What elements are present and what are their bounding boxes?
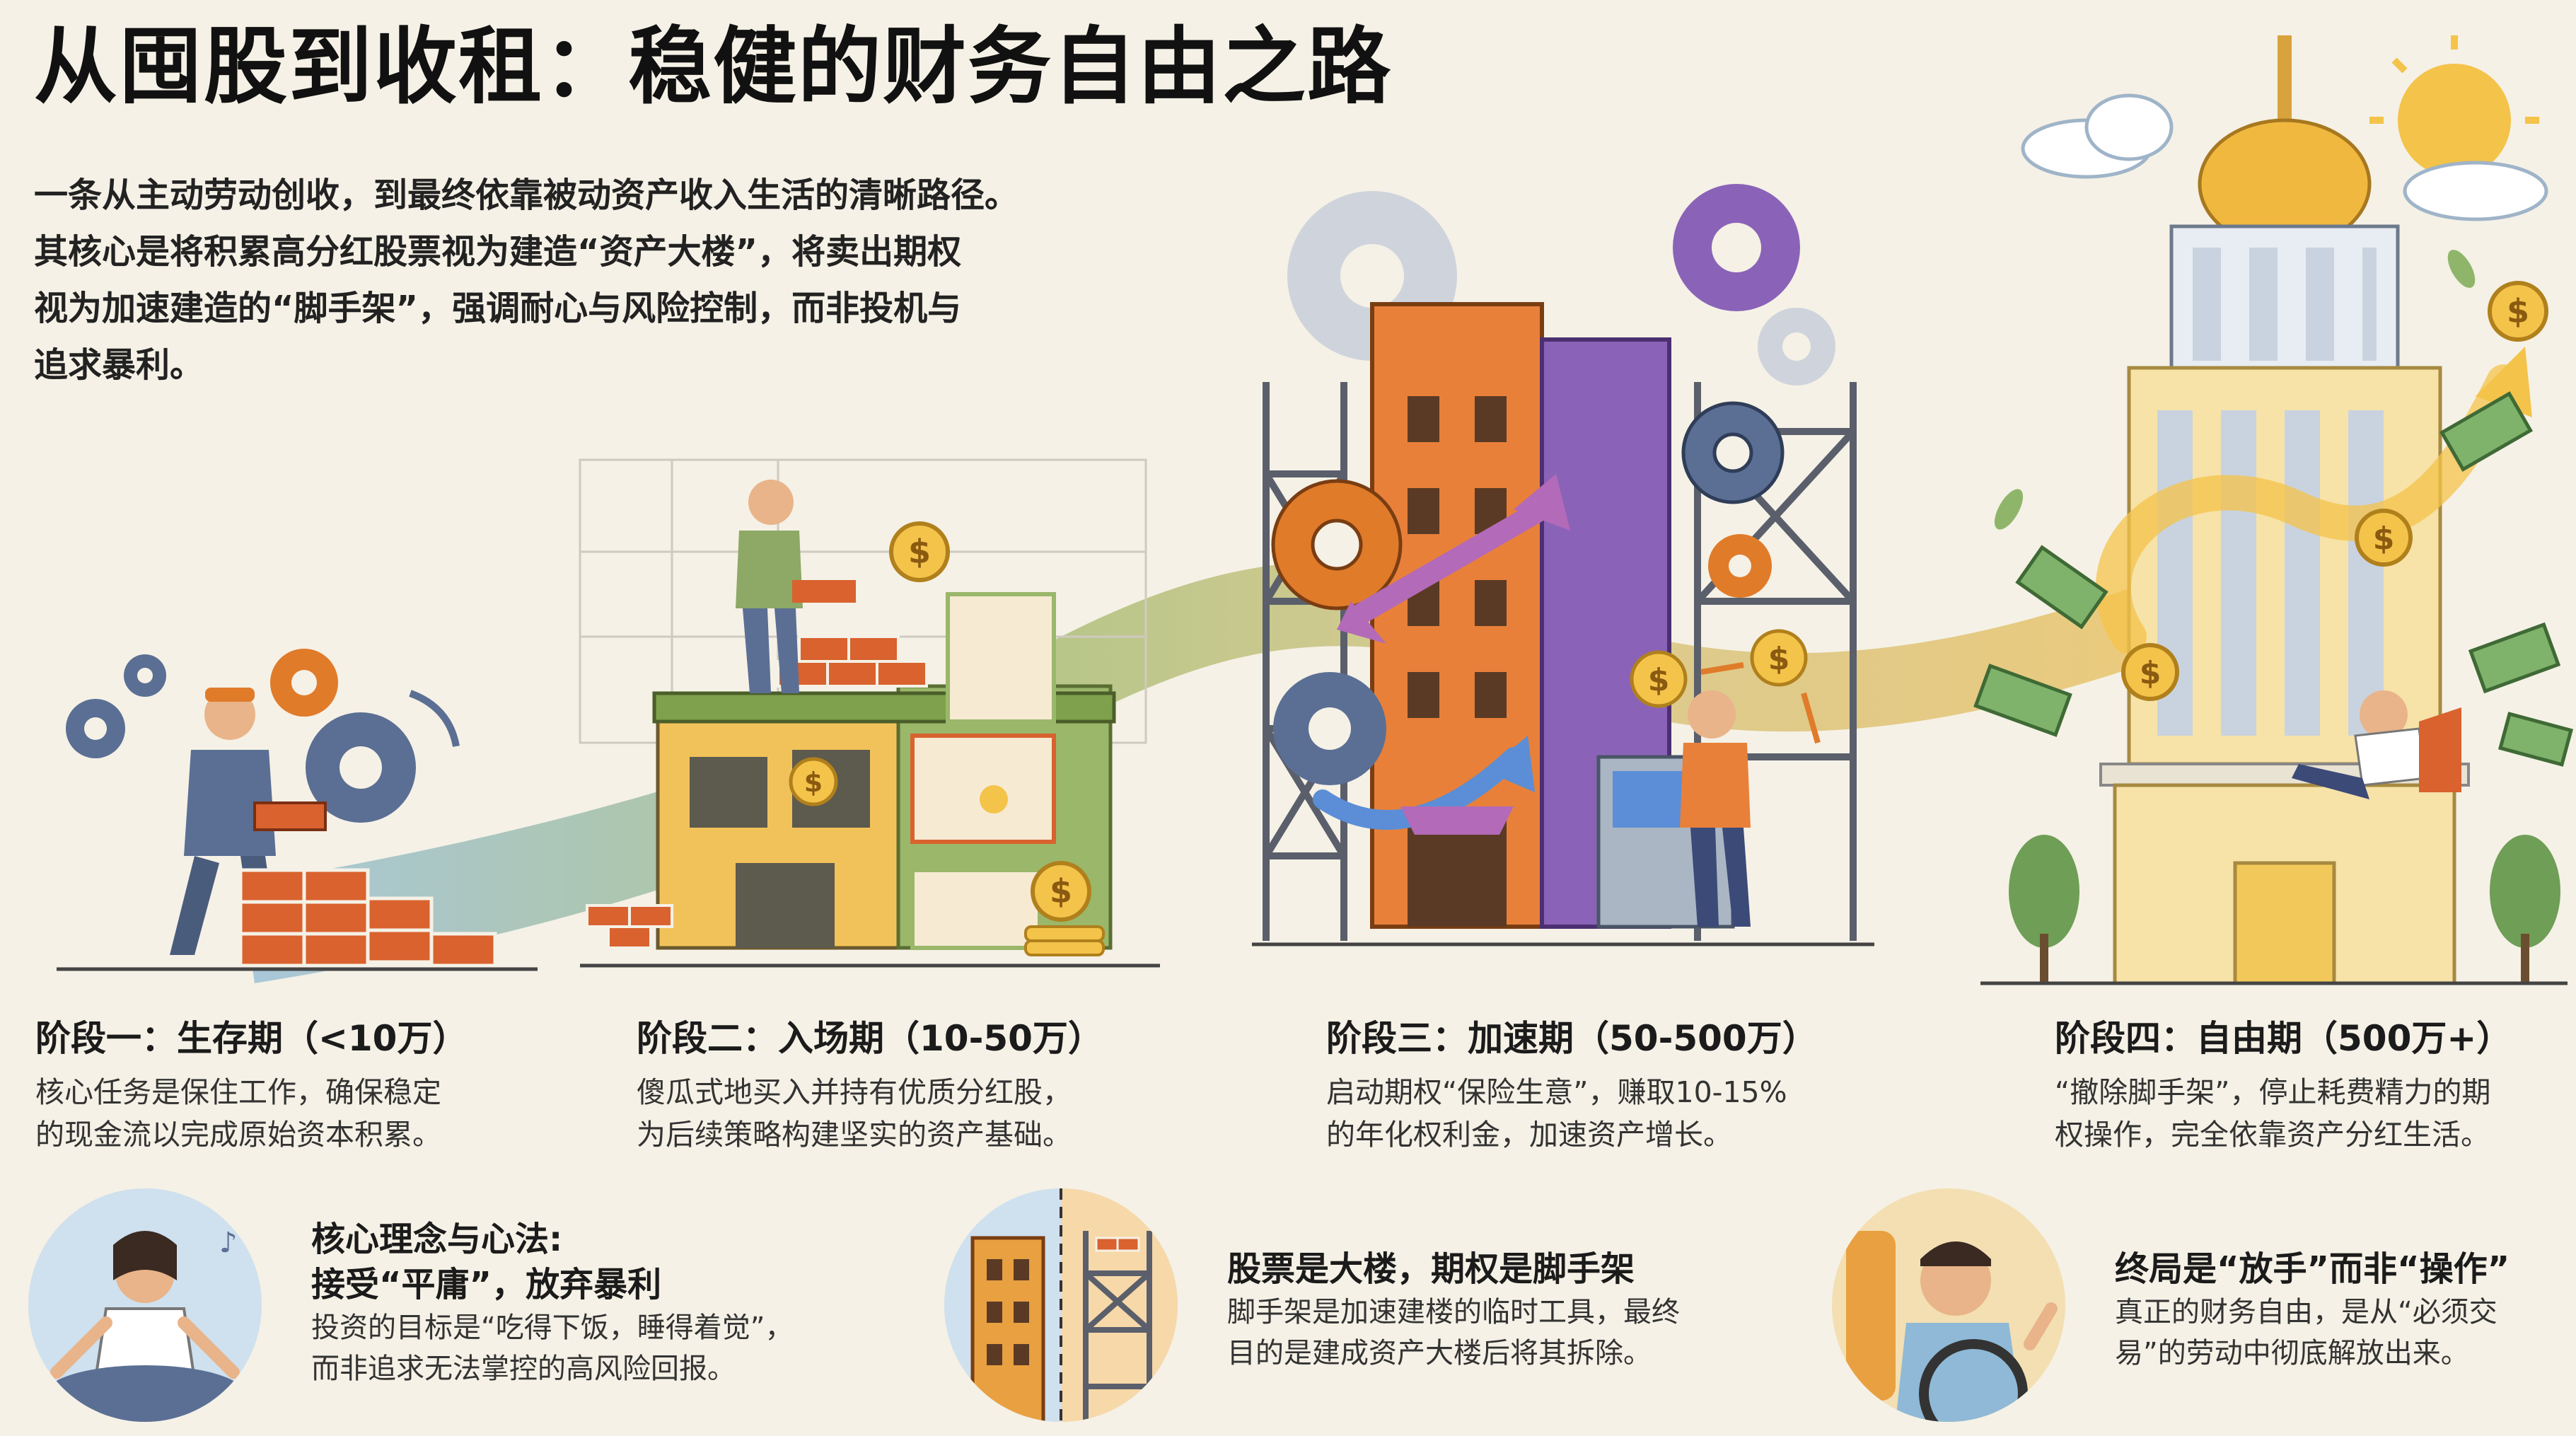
stage-desc-line: 的年化权利金，加速资产增长。 xyxy=(1326,1118,1732,1152)
stage-desc-line: 启动期权“保险生意”，赚取10-15% xyxy=(1326,1075,1787,1109)
stage-two-desc: 傻瓜式地买入并持有优质分红股， 为后续策略构建坚实的资产基础。 xyxy=(637,1071,1103,1156)
stage-four-title: 阶段四：自由期（500万+） xyxy=(2055,1018,2512,1059)
hands-off-wheel-illustration xyxy=(1832,1188,2065,1422)
svg-text:$: $ xyxy=(1050,872,1072,910)
stage-one-desc: 核心任务是保住工作，确保稳定 的现金流以完成原始资本积累。 xyxy=(35,1071,468,1156)
stage-three: 阶段三：加速期（50-500万） 启动期权“保险生意”，赚取10-15% 的年化… xyxy=(1326,1010,1818,1156)
stage-four-desc: “撤除脚手架”，停止耗费精力的期 权操作，完全依靠资产分红生活。 xyxy=(2055,1071,2512,1156)
intro-line: 其核心是将积累高分红股票视为建造“资产大楼”，将卖出期权 xyxy=(34,232,962,272)
stage-two-title: 阶段二：入场期（10-50万） xyxy=(637,1018,1103,1059)
gear-icon xyxy=(1673,184,1800,311)
svg-text:$: $ xyxy=(804,767,823,798)
tree-icon xyxy=(2009,835,2079,983)
stage-desc-line: 的现金流以完成原始资本积累。 xyxy=(35,1118,441,1152)
gear-icon xyxy=(306,712,416,823)
card-stocks-scaffold: 股票是大楼，期权是脚手架 脚手架是加速建楼的临时工具，最终 目的是建成资产大楼后… xyxy=(944,1188,1758,1436)
meditation-illustration: ♪ xyxy=(28,1188,262,1422)
svg-text:$: $ xyxy=(2373,521,2395,557)
gear-icon xyxy=(1271,479,1403,610)
card-endgame: 终局是“放手”而非“操作” 真正的财务自由，是从“必须交 易”的劳动中彻底解放出… xyxy=(1832,1188,2575,1436)
stage-one: 阶段一：生存期（<10万） 核心任务是保住工作，确保稳定 的现金流以完成原始资本… xyxy=(35,1010,468,1156)
building-scaffold-illustration xyxy=(944,1188,1178,1422)
intro-line: 一条从主动劳动创收，到最终依靠被动资产收入生活的清晰路径。 xyxy=(34,175,1019,215)
card-desc: 投资的目标是“吃得下饭，睡得着觉”， xyxy=(311,1311,794,1344)
stage-three-title: 阶段三：加速期（50-500万） xyxy=(1326,1018,1818,1059)
intro-text: 一条从主动劳动创收，到最终依靠被动资产收入生活的清晰路径。 其核心是将积累高分红… xyxy=(34,167,1137,393)
stage-desc-line: 核心任务是保住工作，确保稳定 xyxy=(35,1075,441,1109)
svg-text:$: $ xyxy=(1768,641,1790,677)
svg-text:$: $ xyxy=(908,533,931,571)
card-core-philosophy: ♪ 核心理念与心法: 接受“平庸”，放弃暴利 投资的目标是“吃得下饭，睡得着觉”… xyxy=(28,1188,877,1436)
page-title: 从囤股到收租：稳健的财务自由之路 xyxy=(34,18,1393,115)
card-heading: 股票是大楼，期权是脚手架 xyxy=(1227,1249,1635,1289)
stage-desc-line: 傻瓜式地买入并持有优质分红股， xyxy=(637,1075,1072,1109)
gear-icon xyxy=(270,649,338,717)
gear-icon xyxy=(1708,534,1772,598)
stage-desc-line: 权操作，完全依靠资产分红生活。 xyxy=(2055,1118,2490,1152)
gear-icon xyxy=(1758,308,1835,386)
stage-desc-line: 为后续策略构建坚实的资产基础。 xyxy=(637,1118,1072,1152)
stage-four-illustration: $ $ $ xyxy=(1966,14,2575,990)
stage-desc-line: “撤除脚手架”，停止耗费精力的期 xyxy=(2055,1075,2491,1109)
card-heading: 接受“平庸”，放弃暴利 xyxy=(311,1265,662,1304)
card-desc: 而非追求无法掌控的高风险回报。 xyxy=(311,1353,736,1385)
gear-icon xyxy=(1273,672,1386,785)
coin-icon: $ xyxy=(1031,861,1091,922)
stage-three-desc: 启动期权“保险生意”，赚取10-15% 的年化权利金，加速资产增长。 xyxy=(1326,1071,1818,1156)
stage-three-illustration: $ $ xyxy=(1245,177,1881,990)
gear-icon xyxy=(66,699,125,758)
coin-icon: $ xyxy=(889,521,950,582)
card-heading: 核心理念与心法: xyxy=(311,1220,563,1259)
coin-icon: $ xyxy=(2355,509,2413,567)
stage-one-title: 阶段一：生存期（<10万） xyxy=(35,1018,468,1059)
svg-text:$: $ xyxy=(2140,655,2162,691)
card-desc: 真正的财务自由，是从“必须交 xyxy=(2115,1296,2497,1328)
stage-two: 阶段二：入场期（10-50万） 傻瓜式地买入并持有优质分红股， 为后续策略构建坚… xyxy=(637,1010,1103,1156)
gear-icon xyxy=(124,654,166,697)
cloud-icon xyxy=(2021,93,2174,179)
cash-icon xyxy=(1973,391,2573,767)
intro-line: 视为加速建造的“脚手架”，强调耐心与风险控制，而非投机与 xyxy=(34,289,962,328)
gear-icon xyxy=(1681,401,1785,504)
card-desc: 目的是建成资产大楼后将其拆除。 xyxy=(1227,1337,1652,1370)
svg-text:$: $ xyxy=(2507,292,2529,330)
svg-text:$: $ xyxy=(1648,662,1670,698)
cloud-icon xyxy=(2403,161,2548,221)
intro-line: 追求暴利。 xyxy=(34,345,204,385)
coin-icon: $ xyxy=(1750,629,1808,687)
tree-icon xyxy=(2490,835,2560,983)
coin-icon: $ xyxy=(2488,281,2548,342)
coin-icon: $ xyxy=(789,757,838,806)
card-desc: 脚手架是加速建楼的临时工具，最终 xyxy=(1227,1296,1680,1328)
card-desc: 易”的劳动中彻底解放出来。 xyxy=(2115,1337,2469,1370)
brick-wall xyxy=(238,868,497,968)
stage-two-illustration: $ $ $ xyxy=(566,453,1174,990)
svg-text:♪: ♪ xyxy=(219,1227,238,1259)
coin-icon: $ xyxy=(1630,650,1688,708)
card-heading: 终局是“放手”而非“操作” xyxy=(2115,1249,2510,1289)
stage-four: 阶段四：自由期（500万+） “撤除脚手架”，停止耗费精力的期 权操作，完全依靠… xyxy=(2055,1010,2512,1156)
coin-icon: $ xyxy=(2121,643,2179,701)
stage-one-illustration xyxy=(42,623,552,990)
